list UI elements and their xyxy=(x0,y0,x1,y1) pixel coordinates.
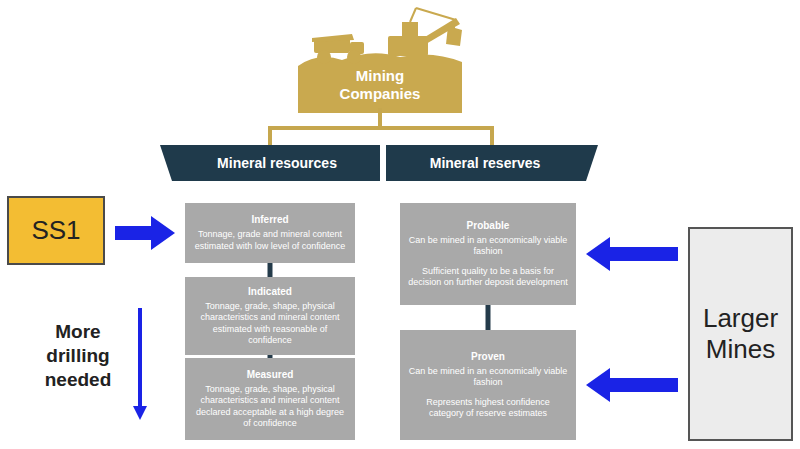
truck-wheel xyxy=(317,50,331,64)
arrow-head xyxy=(133,406,147,420)
node-title: Mineral resources xyxy=(174,155,380,171)
node-title: Larger Mines xyxy=(694,303,787,365)
class-box: InferredTonnage, grade and mineral conte… xyxy=(185,203,355,263)
arrow-head xyxy=(586,237,610,271)
tree-line xyxy=(270,108,380,145)
node-text: Sufficient quality to be a basis for dec… xyxy=(408,266,568,289)
node-title: Indicated xyxy=(193,286,347,297)
class-box: ProvenCan be mined in an economically vi… xyxy=(400,330,576,440)
node-content: Larger Mines xyxy=(690,303,791,365)
category-header: Mineral resources xyxy=(160,145,380,181)
truck-wheel xyxy=(347,50,361,64)
node-text: Tonnage, grade, shape, physical characte… xyxy=(193,301,347,346)
arrow-shaft xyxy=(608,247,678,261)
node-text: Can be mined in an economically viable f… xyxy=(408,366,568,389)
node-content: ProvenCan be mined in an economically vi… xyxy=(400,345,576,425)
connector xyxy=(270,108,380,145)
class-box: MeasuredTonnage, grade, shape, physical … xyxy=(185,358,355,440)
arrow-shaft xyxy=(138,308,142,408)
header-trapezoid xyxy=(386,145,598,181)
mines-box: Larger Mines xyxy=(688,227,793,441)
node-text: Can be mined in an economically viable f… xyxy=(408,235,568,258)
truck-bed xyxy=(312,34,354,42)
node-text: Tonnage, grade and mineral content estim… xyxy=(193,229,347,252)
connector xyxy=(115,216,175,250)
node-text: Tonnage, grade, shape, physical characte… xyxy=(193,384,347,429)
link-line xyxy=(268,263,273,277)
excavator-cable xyxy=(453,22,455,28)
node-content: InferredTonnage, grade and mineral conte… xyxy=(185,208,355,258)
arrow-shaft xyxy=(608,378,678,392)
node-title: Measured xyxy=(193,369,347,380)
node-content: Mining Companies xyxy=(300,67,460,103)
node-content: Mineral resources xyxy=(160,155,380,171)
node-content: MeasuredTonnage, grade, shape, physical … xyxy=(185,363,355,435)
node-content: ProbableCan be mined in an economically … xyxy=(400,214,576,294)
arrow-shaft xyxy=(115,226,153,240)
note-label: More drilling needed xyxy=(38,320,118,391)
connector xyxy=(270,263,271,277)
node-title: Inferred xyxy=(193,214,347,225)
link-line xyxy=(486,305,491,330)
arrow-head xyxy=(586,368,610,402)
node-title: SS1 xyxy=(9,215,103,246)
node-title: Proven xyxy=(408,351,568,362)
class-box: IndicatedTonnage, grade, shape, physical… xyxy=(185,277,355,355)
node-title: Mining Companies xyxy=(333,67,428,103)
node-content: Mineral reserves xyxy=(386,155,598,171)
node-title: Probable xyxy=(408,220,568,231)
connector xyxy=(380,108,492,145)
arrow-head xyxy=(151,216,175,250)
node-content: SS1 xyxy=(9,215,103,246)
excavator-house xyxy=(402,22,418,38)
drilling-arrow xyxy=(133,308,147,420)
connector xyxy=(488,305,489,330)
connector xyxy=(586,368,678,402)
class-box: ProbableCan be mined in an economically … xyxy=(400,203,576,305)
node-content: IndicatedTonnage, grade, shape, physical… xyxy=(185,280,355,352)
node-title: Mineral reserves xyxy=(386,155,584,171)
excavator-cable xyxy=(416,8,456,20)
tree-line xyxy=(380,108,492,145)
header-trapezoid xyxy=(160,145,380,181)
company-label: Mining Companies xyxy=(300,62,460,108)
excavator-bucket xyxy=(446,26,462,46)
connector xyxy=(586,237,678,271)
excavator-mast xyxy=(410,8,416,22)
category-header: Mineral reserves xyxy=(386,145,598,181)
project-box: SS1 xyxy=(7,196,105,265)
node-text: Represents highest confidence category o… xyxy=(408,397,568,420)
